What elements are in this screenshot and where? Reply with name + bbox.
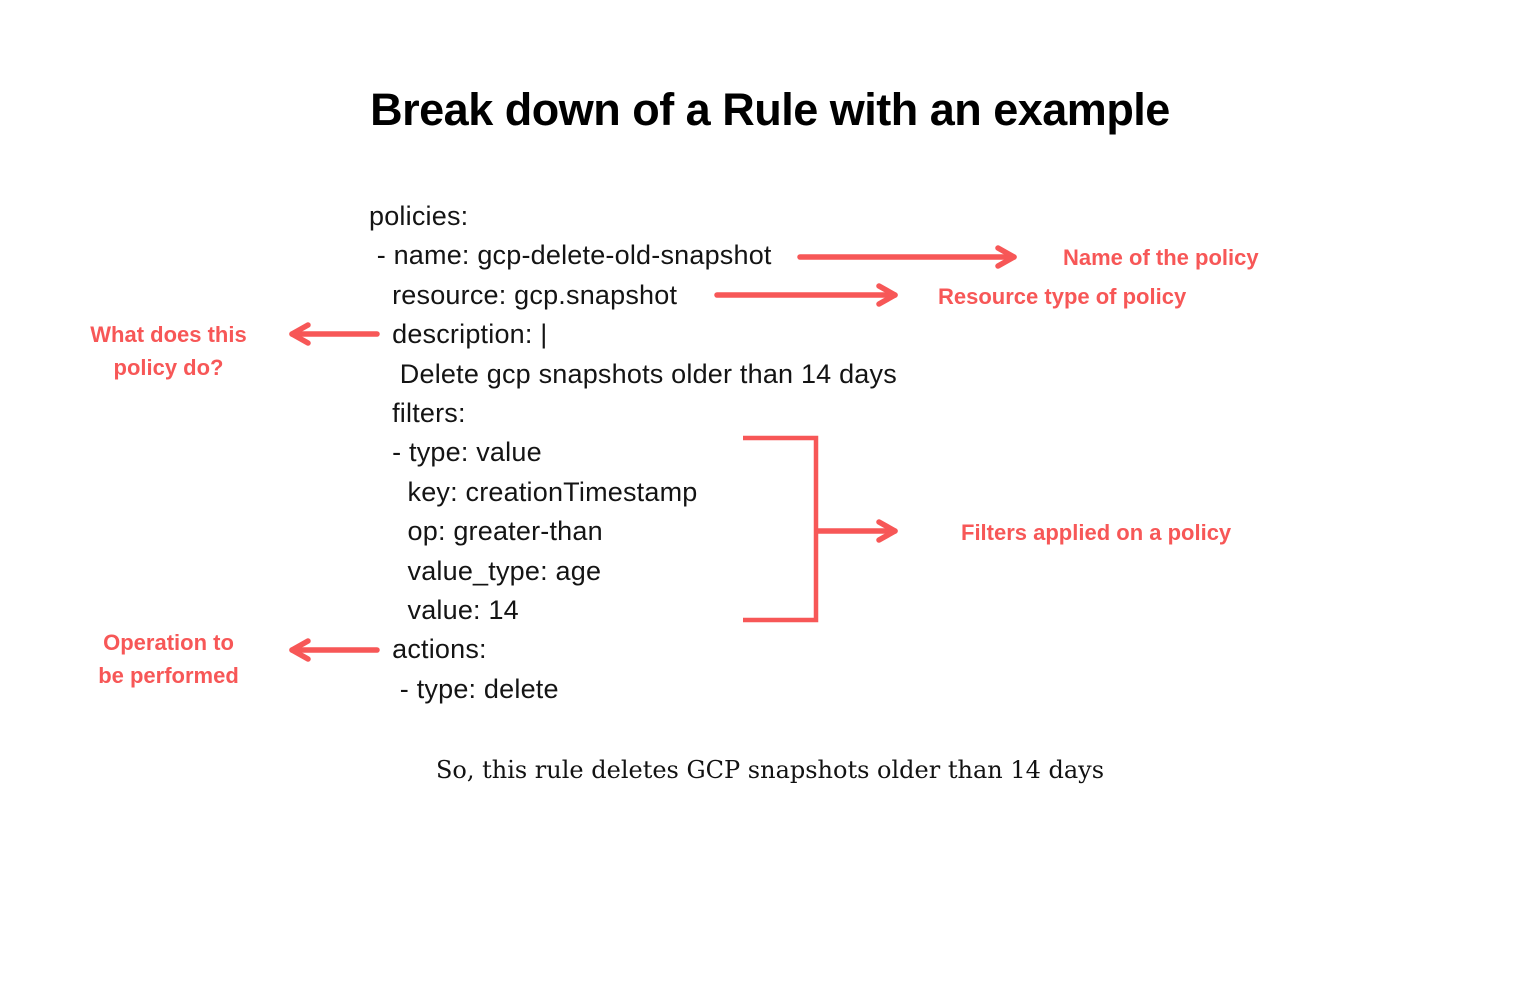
yaml-line-filter-key: key: creationTimestamp (369, 476, 698, 507)
yaml-line-filter-type: - type: value (369, 437, 542, 468)
yaml-line-filter-value: value: 14 (369, 594, 519, 625)
yaml-line-filters: filters: (369, 397, 466, 428)
yaml-line-filter-op: op: greater-than (369, 516, 603, 547)
annotation-policy-name: Name of the policy (1063, 245, 1259, 270)
annotation-actions: Operation to be performed (98, 630, 239, 688)
yaml-line-policies: policies: (369, 201, 469, 231)
yaml-line-resource: resource: gcp.snapshot (369, 279, 678, 310)
annotation-resource-type: Resource type of policy (938, 284, 1187, 309)
yaml-code-block: policies: - name: gcp-delete-old-snapsho… (369, 197, 897, 709)
yaml-line-description-text: Delete gcp snapshots older than 14 days (369, 358, 897, 389)
yaml-line-filter-value-type: value_type: age (369, 555, 602, 586)
yaml-line-name: - name: gcp-delete-old-snapshot (369, 240, 772, 271)
yaml-line-description: description: | (369, 319, 548, 350)
annotation-filters: Filters applied on a policy (961, 520, 1232, 545)
summary-text: So, this rule deletes GCP snapshots olde… (435, 756, 1105, 784)
yaml-line-actions: actions: (369, 634, 487, 665)
diagram-title: Break down of a Rule with an example (370, 84, 1170, 135)
annotation-description: What does this policy do? (90, 322, 247, 380)
yaml-line-action-type: - type: delete (369, 673, 559, 704)
